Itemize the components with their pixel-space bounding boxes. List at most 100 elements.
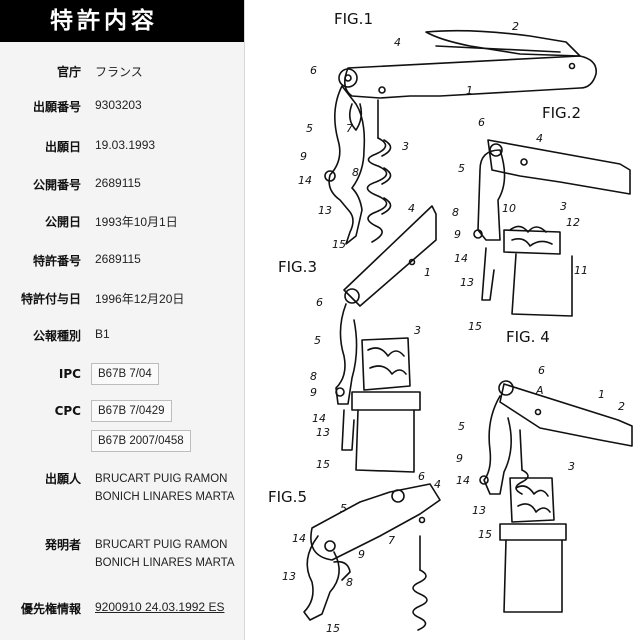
ref-number: 13 bbox=[318, 204, 332, 217]
cpc-code-badge[interactable]: B67B 7/0429 bbox=[91, 400, 172, 422]
fig1-drawing bbox=[324, 29, 597, 245]
publication-number-label: 公開番号 bbox=[32, 178, 81, 192]
office-label: 官庁 bbox=[56, 65, 81, 79]
application-date-value: 19.03.1993 bbox=[95, 138, 156, 152]
ref-number: 4 bbox=[434, 478, 441, 491]
ref-number: 3 bbox=[414, 324, 421, 337]
ref-number: 15 bbox=[326, 622, 340, 635]
applicant-name: BRUCART PUIG RAMON bbox=[95, 473, 228, 485]
patent-drawing: 2 4 6 1 7 5 3 9 8 14 13 15 6 4 5 3 8 10 … bbox=[268, 10, 633, 635]
publication-number-value: 2689115 bbox=[95, 176, 141, 190]
inventor-name: BONICH LINARES MARTA bbox=[95, 557, 235, 569]
ref-number: 6 bbox=[538, 364, 545, 377]
ref-number: 13 bbox=[316, 426, 330, 439]
grant-date-value: 1996年12月20日 bbox=[95, 292, 185, 306]
ref-number: 6 bbox=[418, 470, 425, 483]
ref-number: 14 bbox=[456, 474, 470, 487]
applicants-label: 出願人 bbox=[44, 472, 81, 486]
ref-number: 7 bbox=[346, 122, 353, 135]
ref-number: 2 bbox=[618, 400, 625, 413]
ref-number: 6 bbox=[316, 296, 323, 309]
application-number-label: 出願番号 bbox=[32, 100, 81, 114]
fig-label: FIG.5 bbox=[268, 488, 307, 506]
fig3-reference-numbers: 4 1 6 3 5 8 9 14 13 15 bbox=[310, 202, 431, 471]
ref-number: 9 bbox=[454, 228, 461, 241]
publication-date-value: 1993年10月1日 bbox=[95, 215, 178, 229]
publication-date-label: 公開日 bbox=[44, 215, 81, 229]
ref-number: 15 bbox=[332, 238, 346, 251]
ref-number: 14 bbox=[298, 174, 312, 187]
ref-number: A bbox=[535, 384, 544, 397]
fig-label: FIG.3 bbox=[278, 258, 317, 276]
ref-number: 9 bbox=[456, 452, 463, 465]
ref-number: 1 bbox=[466, 84, 473, 97]
ref-number: 3 bbox=[560, 200, 567, 213]
ref-number: 15 bbox=[316, 458, 330, 471]
ref-number: 1 bbox=[598, 388, 605, 401]
ref-number: 7 bbox=[388, 534, 395, 547]
ref-number: 13 bbox=[282, 570, 296, 583]
patent-number-value: 2689115 bbox=[95, 252, 141, 266]
office-value: フランス bbox=[95, 65, 143, 79]
kind-value: B1 bbox=[95, 327, 110, 341]
ref-number: 9 bbox=[300, 150, 307, 163]
ref-number: 4 bbox=[408, 202, 415, 215]
ref-number: 8 bbox=[352, 166, 359, 179]
ref-number: 5 bbox=[306, 122, 313, 135]
ref-number: 5 bbox=[458, 162, 465, 175]
ref-number: 14 bbox=[292, 532, 306, 545]
ref-number: 13 bbox=[460, 276, 474, 289]
ref-number: 8 bbox=[310, 370, 317, 383]
fig5-drawing bbox=[303, 483, 441, 631]
ref-number: 15 bbox=[468, 320, 482, 333]
ipc-code-badge[interactable]: B67B 7/04 bbox=[91, 363, 159, 385]
application-date-label: 出願日 bbox=[44, 140, 81, 154]
applicant-name: BONICH LINARES MARTA bbox=[95, 491, 235, 503]
ref-number: 3 bbox=[402, 140, 409, 153]
fig2-drawing bbox=[473, 139, 631, 317]
ref-number: 14 bbox=[312, 412, 326, 425]
ref-number: 14 bbox=[454, 252, 468, 265]
cpc-code-badge[interactable]: B67B 2007/0458 bbox=[91, 430, 191, 452]
ipc-label: IPC bbox=[58, 367, 81, 381]
patent-info-panel: 特許内容 官庁 フランス 出願番号 9303203 出願日 19.03.1993… bbox=[0, 0, 245, 640]
ref-number: 5 bbox=[340, 502, 347, 515]
fig2-reference-numbers: 6 4 5 3 8 10 12 9 14 11 13 15 bbox=[452, 116, 588, 333]
ref-number: 4 bbox=[536, 132, 543, 145]
ref-number: 3 bbox=[568, 460, 575, 473]
priority-label: 優先権情報 bbox=[20, 602, 81, 616]
inventors-label: 発明者 bbox=[44, 538, 81, 552]
ref-number: 11 bbox=[574, 264, 588, 277]
patent-number-label: 特許番号 bbox=[32, 254, 81, 268]
panel-title: 特許内容 bbox=[0, 0, 244, 42]
ref-number: 12 bbox=[566, 216, 580, 229]
fig4-drawing bbox=[479, 380, 633, 613]
cpc-label: CPC bbox=[54, 404, 81, 418]
ref-number: 10 bbox=[502, 202, 516, 215]
figure-labels: FIG.1 FIG.2 FIG.3 FIG. 4 FIG.5 bbox=[268, 10, 581, 506]
fig5-reference-numbers: 6 4 5 7 14 9 13 8 15 bbox=[282, 470, 441, 635]
ref-number: 2 bbox=[512, 20, 519, 33]
ref-number: 9 bbox=[358, 548, 365, 561]
ref-number: 13 bbox=[472, 504, 486, 517]
ref-number: 6 bbox=[310, 64, 317, 77]
fig1-reference-numbers: 2 4 6 1 7 5 3 9 8 14 13 15 bbox=[298, 20, 519, 251]
ref-number: 9 bbox=[310, 386, 317, 399]
fig-label: FIG. 4 bbox=[506, 328, 550, 346]
priority-link[interactable]: 9200910 24.03.1992 ES bbox=[95, 600, 225, 614]
ref-number: 8 bbox=[346, 576, 353, 589]
grant-date-label: 特許付与日 bbox=[20, 292, 81, 306]
ref-number: 15 bbox=[478, 528, 492, 541]
fig3-drawing bbox=[335, 205, 437, 473]
application-number-value: 9303203 bbox=[95, 98, 142, 112]
ref-number: 5 bbox=[314, 334, 321, 347]
fig-label: FIG.1 bbox=[334, 10, 373, 28]
ref-number: 4 bbox=[394, 36, 401, 49]
kind-label: 公報種別 bbox=[32, 329, 81, 343]
ref-number: 6 bbox=[478, 116, 485, 129]
fig4-reference-numbers: 6 A 1 2 5 9 3 14 13 15 bbox=[456, 364, 625, 541]
ref-number: 5 bbox=[458, 420, 465, 433]
ref-number: 1 bbox=[424, 266, 431, 279]
fig-label: FIG.2 bbox=[542, 104, 581, 122]
ref-number: 8 bbox=[452, 206, 459, 219]
